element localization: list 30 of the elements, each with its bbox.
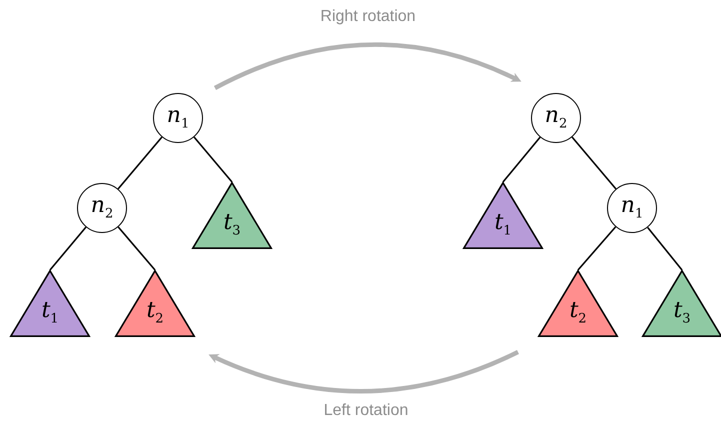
node-label: t$_{1}$ bbox=[41, 300, 59, 328]
node-label: t$_{3}$ bbox=[673, 300, 691, 328]
node-label: t$_{2}$ bbox=[569, 300, 587, 328]
node-label: t$_{2}$ bbox=[146, 300, 164, 328]
tree-edge bbox=[118, 226, 156, 271]
subtree-triangle bbox=[642, 270, 721, 337]
tree-edge bbox=[49, 226, 87, 271]
rotation-label: Left rotation bbox=[324, 402, 408, 420]
node-label: n$_{1}$ bbox=[166, 105, 190, 131]
tree-edge bbox=[194, 136, 233, 183]
node-label: n$_{2}$ bbox=[90, 195, 114, 221]
tree-edge bbox=[118, 136, 162, 190]
tree-node-circle bbox=[607, 183, 657, 233]
node-label: n$_{2}$ bbox=[544, 105, 568, 131]
tree-node-circle bbox=[531, 93, 581, 143]
tree-edge bbox=[502, 136, 541, 183]
tree-edge bbox=[572, 136, 616, 190]
tree-node-circle bbox=[153, 93, 203, 143]
node-label: n$_{1}$ bbox=[620, 195, 644, 221]
tree-node-circle bbox=[77, 183, 127, 233]
tree-edge bbox=[577, 226, 616, 271]
subtree-triangle bbox=[10, 270, 90, 337]
subtree-triangle bbox=[192, 182, 272, 249]
node-label: t$_{3}$ bbox=[223, 212, 241, 240]
rotation-label: Right rotation bbox=[320, 8, 416, 26]
tree-edge bbox=[647, 226, 683, 270]
subtree-triangle bbox=[115, 270, 195, 337]
node-label: t$_{1}$ bbox=[494, 212, 512, 240]
subtree-triangle bbox=[463, 182, 543, 249]
subtree-triangle bbox=[538, 270, 618, 337]
